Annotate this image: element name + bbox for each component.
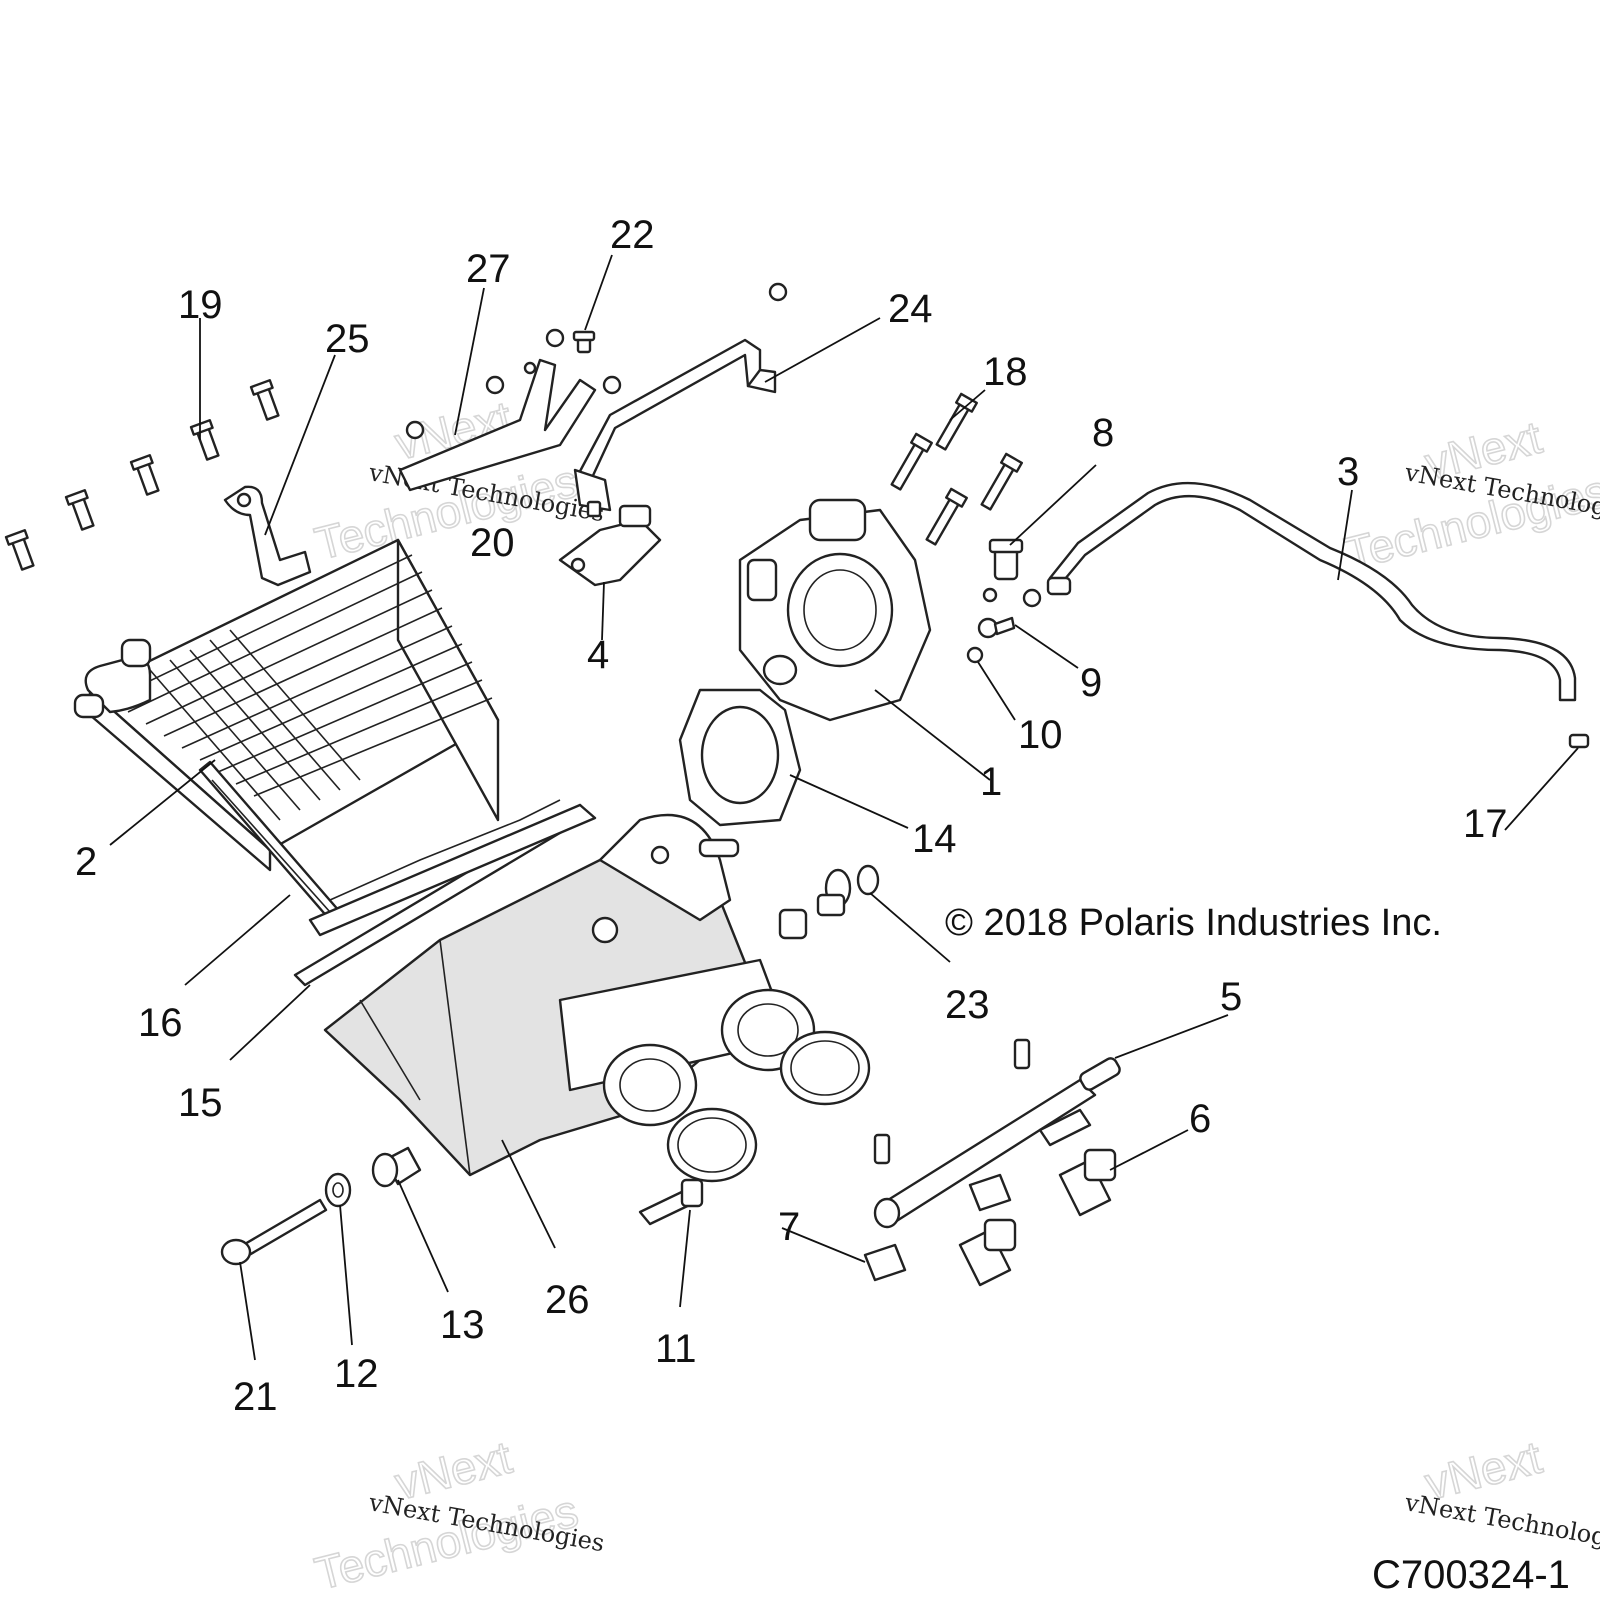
callout-18: 18 <box>983 350 1028 394</box>
callout-17: 17 <box>1463 802 1508 846</box>
callout-23: 23 <box>945 983 990 1027</box>
callout-10: 10 <box>1018 713 1063 757</box>
watermark-bottom-right: vNext vNext Technologies <box>1402 1430 1600 1557</box>
callout-12: 12 <box>334 1352 379 1396</box>
callout-4: 4 <box>587 633 609 677</box>
callout-2: 2 <box>75 840 97 884</box>
callout-3: 3 <box>1337 450 1359 494</box>
part-5-fuel-rail <box>873 1038 1121 1229</box>
part-7-connectors <box>863 1173 1012 1282</box>
part-23-nut <box>778 864 880 940</box>
callout-5: 5 <box>1220 975 1242 1019</box>
part-13-spacer <box>371 1146 422 1188</box>
svg-text:vNext Technologies: vNext Technologies <box>1402 1488 1600 1557</box>
callout-8: 8 <box>1092 411 1114 455</box>
callout-20: 20 <box>470 521 515 565</box>
callout-9: 9 <box>1080 661 1102 705</box>
part-6-injectors <box>958 1148 1117 1287</box>
part-17-clamp <box>1568 733 1590 749</box>
part-8-fitting <box>988 538 1024 581</box>
leader-lines <box>109 254 1579 1361</box>
watermark-top-right: vNext Technologies vNext Technologies <box>1339 410 1600 581</box>
callout-22: 22 <box>610 213 655 257</box>
part-15-gasket <box>293 799 597 987</box>
callout-6: 6 <box>1189 1097 1211 1141</box>
part-11-clamps <box>638 1030 871 1226</box>
part-12-washer <box>324 1172 352 1208</box>
part-21-bolt <box>220 1198 328 1266</box>
part-20-screw <box>586 500 602 518</box>
part-22-screw <box>572 330 596 354</box>
callout-24: 24 <box>888 287 933 331</box>
callout-14: 14 <box>912 817 957 861</box>
callout-11: 11 <box>655 1327 697 1371</box>
callout-15: 15 <box>178 1081 223 1125</box>
callout-13: 13 <box>440 1303 485 1347</box>
callout-26: 26 <box>545 1278 590 1322</box>
callout-labels: 1 2 3 4 5 6 7 8 9 10 11 12 13 14 15 16 1… <box>75 213 1508 1419</box>
part-10-washer <box>966 646 984 664</box>
part-19-bolts <box>4 379 280 571</box>
part-1-throttle-body <box>738 498 932 722</box>
part-9-banjo <box>977 587 1042 639</box>
part-24-bracket <box>573 282 788 512</box>
copyright-text: © 2018 Polaris Industries Inc. <box>945 902 1442 944</box>
callout-21: 21 <box>233 1375 278 1419</box>
callout-19: 19 <box>178 283 223 327</box>
part-14-gasket <box>678 688 802 827</box>
part-4-sensor <box>558 504 662 587</box>
callout-1: 1 <box>980 760 1002 804</box>
part-18-bolts <box>890 392 1023 546</box>
watermark-bottom-left: vNext Technologies vNext Technologies <box>309 1430 607 1600</box>
part-2-intercooler <box>73 538 500 872</box>
part-27-bracket <box>398 328 622 492</box>
drawing-code: C700324-1 <box>1372 1553 1570 1597</box>
callout-7: 7 <box>778 1205 800 1249</box>
part-3-fuel-line <box>1046 481 1577 702</box>
callout-16: 16 <box>138 1001 183 1045</box>
callout-25: 25 <box>325 317 370 361</box>
callout-27: 27 <box>466 247 511 291</box>
part-25-bracket <box>223 485 312 587</box>
part-26-intake-plenum <box>323 813 816 1177</box>
